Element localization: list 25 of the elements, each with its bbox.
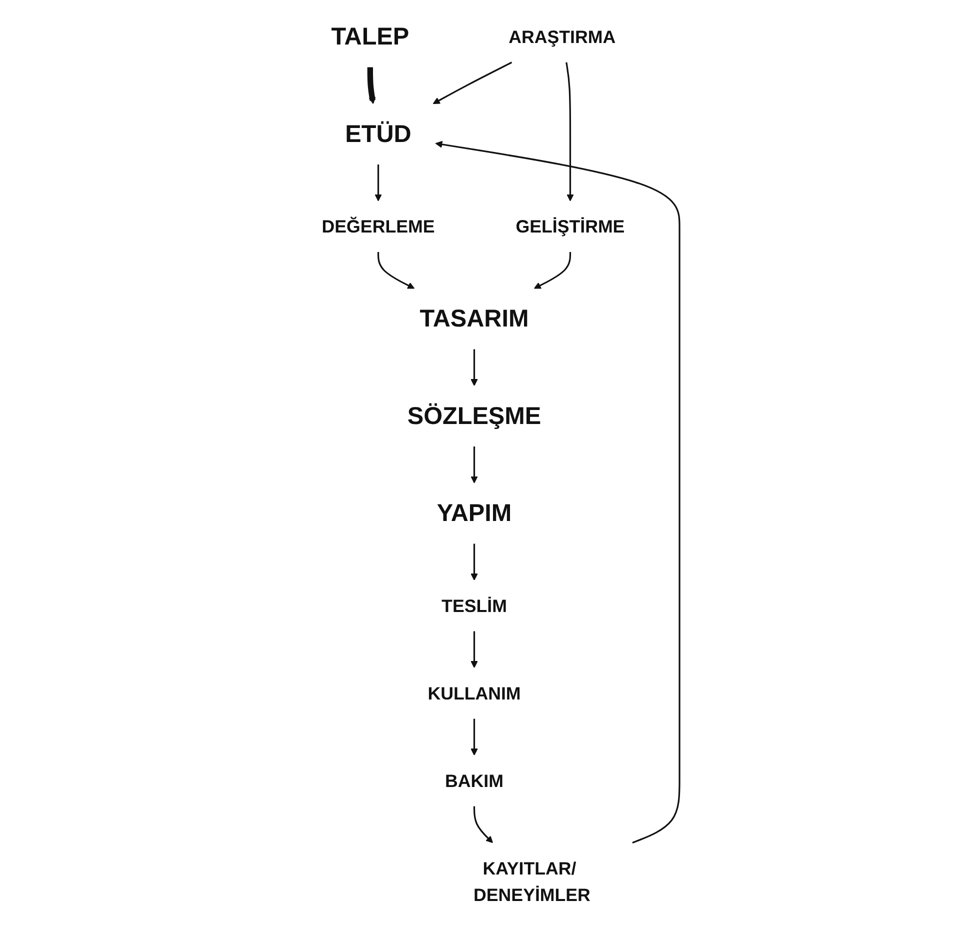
node-text: KULLANIM <box>428 683 521 704</box>
arrow <box>566 62 574 202</box>
node-text: BAKIM <box>445 770 504 791</box>
arrow <box>377 252 415 289</box>
arrow <box>470 349 478 386</box>
node-text: TASARIM <box>420 305 529 332</box>
arrow <box>470 718 478 756</box>
node-text: ARAŞTIRMA <box>508 26 616 47</box>
arrow <box>470 544 478 580</box>
node-text: GELİŞTİRME <box>516 216 625 237</box>
node-text: TALEP <box>331 24 410 50</box>
arrow <box>473 806 493 844</box>
arrow <box>367 67 376 104</box>
node-text: ETÜD <box>345 120 412 148</box>
arrow <box>432 62 512 104</box>
arrow <box>435 140 680 844</box>
node-text: SÖZLEŞME <box>407 402 542 430</box>
node-text: TESLİM <box>442 596 507 616</box>
node-text: KAYITLAR/ DENEYİMLER <box>474 858 590 906</box>
arrow <box>470 446 478 484</box>
arrow <box>470 631 478 668</box>
node-text: DEĞERLEME <box>322 216 435 237</box>
arrow <box>534 252 572 289</box>
node-text: YAPIM <box>436 500 512 527</box>
arrow <box>374 164 382 202</box>
